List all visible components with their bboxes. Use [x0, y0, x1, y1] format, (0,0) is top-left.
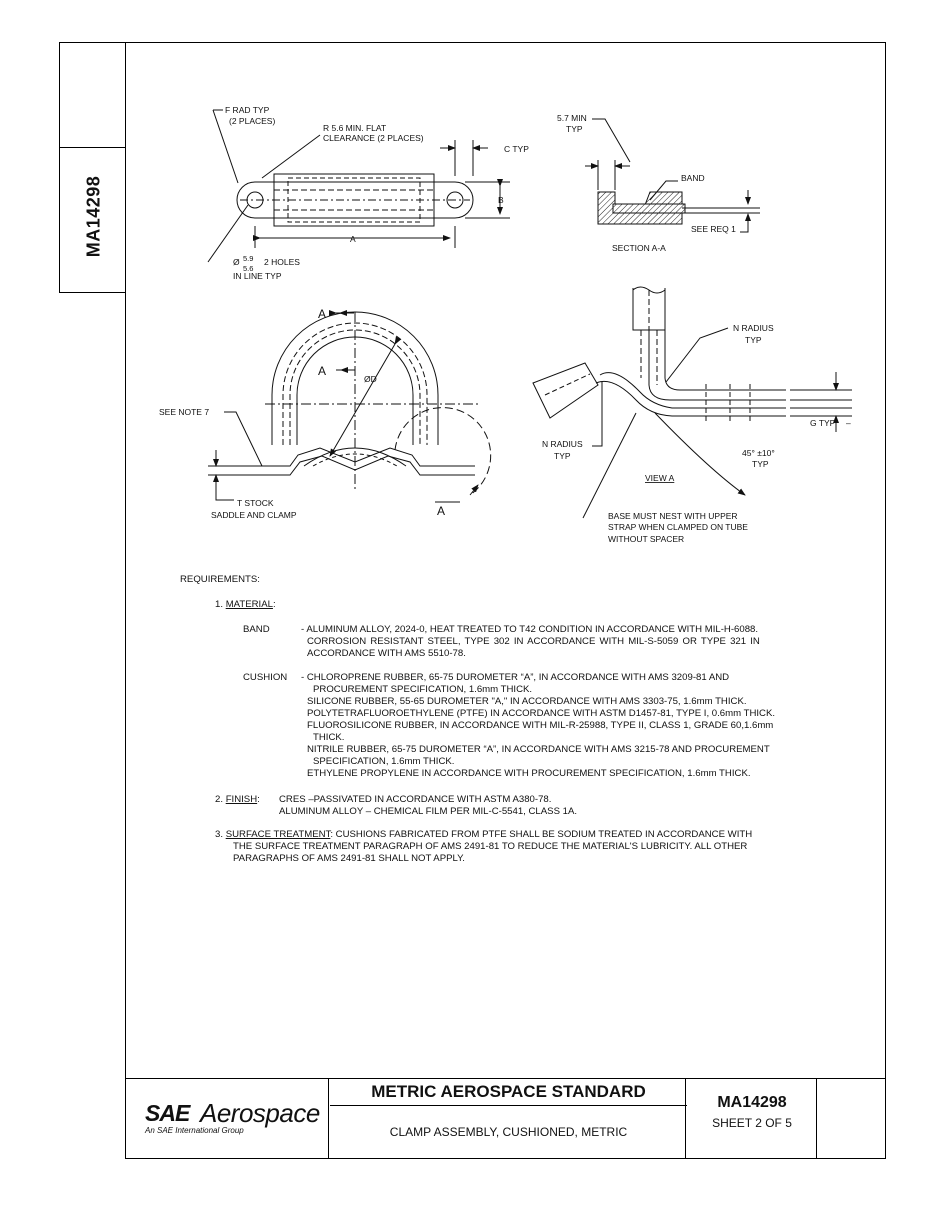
finish-label: FINISH: [225, 794, 258, 805]
cushion-line-8: SPECIFICATION, 1.6mm THICK.: [313, 756, 455, 767]
svg-text:N RADIUS: N RADIUS: [733, 323, 774, 333]
svg-text:C TYP: C TYP: [504, 144, 529, 154]
svg-text:5.6: 5.6: [243, 264, 253, 273]
svg-text:A: A: [318, 307, 326, 321]
band-line-2: CORROSION RESISTANT STEEL, TYPE 302 IN A…: [307, 636, 760, 647]
surface-line-2: THE SURFACE TREATMENT PARAGRAPH OF AMS 2…: [233, 841, 748, 852]
svg-text:SEE NOTE 7: SEE NOTE 7: [159, 407, 209, 417]
svg-text:Ø: Ø: [233, 257, 240, 267]
svg-text:TYP: TYP: [745, 335, 762, 345]
svg-text:BAND: BAND: [681, 173, 705, 183]
svg-text:SECTION A-A: SECTION A-A: [612, 243, 666, 253]
title-block-divider-2: [685, 1078, 686, 1159]
svg-text:F RAD TYP: F RAD TYP: [225, 105, 270, 115]
drawing-frame: [125, 42, 886, 1159]
svg-text:TYP: TYP: [554, 451, 571, 461]
svg-text:VIEW A: VIEW A: [645, 473, 675, 483]
view-a: [532, 286, 852, 519]
cushion-line-1: - CHLOROPRENE RUBBER, 65-75 DUROMETER “A…: [301, 672, 730, 683]
surface-line-3: PARAGRAPHS OF AMS 2491-81 SHALL NOT APPL…: [233, 853, 465, 864]
surface-heading: 3. SURFACE TREATMENT: CUSHIONS FABRICATE…: [215, 829, 753, 840]
requirements-heading: REQUIREMENTS:: [180, 574, 260, 585]
svg-text:A: A: [350, 234, 356, 244]
svg-text:T STOCK: T STOCK: [237, 498, 274, 508]
svg-text:2 HOLES: 2 HOLES: [264, 257, 300, 267]
svg-text:BASE MUST NEST WITH UPPER: BASE MUST NEST WITH UPPER: [608, 511, 738, 521]
svg-text:R 5.6 MIN. FLAT: R 5.6 MIN. FLAT: [323, 123, 386, 133]
clamp-main-view: [208, 310, 492, 503]
title-block-top-rule: [125, 1078, 886, 1079]
cushion-line-4: POLYTETRAFLUOROETHYLENE (PTFE) IN ACCORD…: [307, 708, 776, 719]
svg-text:STRAP WHEN CLAMPED ON TUBE: STRAP WHEN CLAMPED ON TUBE: [608, 522, 748, 532]
finish-heading: 2. FINISH:: [215, 794, 260, 805]
svg-text:5.9: 5.9: [243, 254, 253, 263]
svg-text:TYP: TYP: [566, 124, 583, 134]
sae-aerospace-logo: SAE Aerospace An SAE International Group: [145, 1098, 320, 1135]
svg-text:(2 PLACES): (2 PLACES): [229, 116, 275, 126]
svg-text:SADDLE AND CLAMP: SADDLE AND CLAMP: [211, 510, 297, 520]
document-number: MA14298: [717, 1094, 787, 1111]
material-label: MATERIAL: [225, 599, 273, 610]
svg-text:WITHOUT SPACER: WITHOUT SPACER: [608, 534, 684, 544]
svg-text:CLEARANCE (2 PLACES): CLEARANCE (2 PLACES): [323, 133, 424, 143]
cushion-line-6: THICK.: [313, 732, 345, 743]
svg-text:A: A: [437, 504, 445, 518]
svg-text:IN LINE TYP: IN LINE TYP: [233, 271, 282, 281]
cushion-line-7: NITRILE RUBBER, 65-75 DUROMETER “A”, IN …: [307, 744, 770, 755]
view-a-labels: N RADIUS TYP G TYP – N RADIUS TYP 45° ±1…: [542, 323, 851, 544]
svg-text:SEE REQ 1: SEE REQ 1: [691, 224, 736, 234]
svg-text:A: A: [318, 364, 326, 378]
standard-name: METRIC AEROSPACE STANDARD: [330, 1078, 687, 1106]
title-block-divider-3: [816, 1078, 817, 1159]
title-block: SAE Aerospace An SAE International Group…: [125, 1078, 886, 1159]
side-tab: MA14298: [59, 42, 126, 293]
svg-text:–: –: [846, 418, 851, 428]
cushion-line-2: PROCUREMENT SPECIFICATION, 1.6mm THICK.: [313, 684, 533, 695]
plan-view: [207, 109, 510, 263]
cushion-line-5: FLUOROSILICONE RUBBER, IN ACCORDANCE WIT…: [307, 720, 774, 731]
section-a-a: [585, 118, 760, 233]
finish-line-1: CRES –PASSIVATED IN ACCORDANCE WITH ASTM…: [279, 794, 552, 805]
material-heading: 1. MATERIAL:: [215, 599, 276, 610]
band-label: BAND: [243, 624, 270, 635]
cushion-line-3: SILICONE RUBBER, 55-65 DUROMETER "A," IN…: [307, 696, 747, 707]
document-title: CLAMP ASSEMBLY, CUSHIONED, METRIC: [389, 1125, 628, 1139]
sheet-number: SHEET 2 OF 5: [712, 1116, 792, 1130]
surface-label: SURFACE TREATMENT: [225, 829, 331, 840]
svg-text:5.7 MIN: 5.7 MIN: [557, 113, 587, 123]
finish-line-2: ALUMINUM ALLOY – CHEMICAL FILM PER MIL-C…: [279, 806, 578, 817]
svg-text:ØD: ØD: [364, 374, 377, 384]
plan-labels: F RAD TYP (2 PLACES) R 5.6 MIN. FLAT CLE…: [225, 105, 529, 281]
section-labels: 5.7 MIN TYP BAND SEE REQ 1 SECTION A-A: [557, 113, 736, 253]
svg-text:N RADIUS: N RADIUS: [542, 439, 583, 449]
svg-text:TYP: TYP: [752, 459, 769, 469]
svg-text:B: B: [498, 195, 504, 205]
band-line-1: - ALUMINUM ALLOY, 2024-0, HEAT TREATED T…: [301, 624, 759, 635]
svg-text:G TYP: G TYP: [810, 418, 836, 428]
plan-outline: [236, 181, 474, 219]
svg-text:45° ±10°: 45° ±10°: [742, 448, 775, 458]
title-block-divider-1: [328, 1078, 329, 1159]
hole-right: [446, 191, 464, 209]
cushion-line-9: ETHYLENE PROPYLENE IN ACCORDANCE WITH PR…: [307, 768, 751, 779]
cushion-label: CUSHION: [243, 672, 288, 683]
main-labels: A A ØD SEE NOTE 7 T STOCK SADDLE AND CLA…: [159, 307, 445, 520]
side-tab-divider: [60, 147, 125, 148]
band-line-3: ACCORDANCE WITH AMS 5510-78.: [307, 648, 466, 659]
